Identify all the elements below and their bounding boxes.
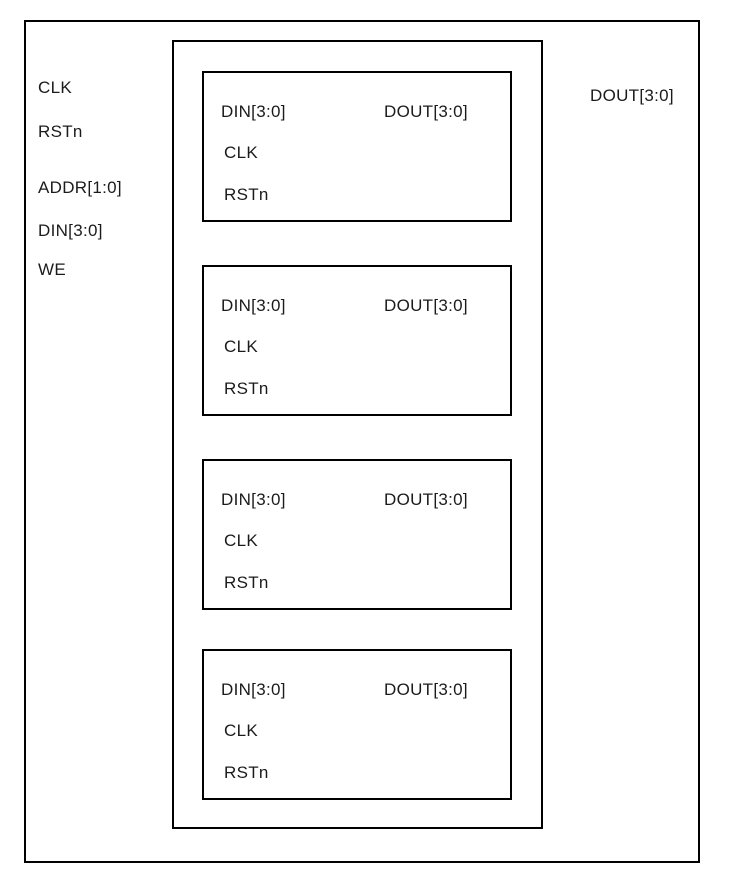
input-port-din-label: DIN[3:0] <box>38 221 103 240</box>
register-block-2: DIN[3:0] DOUT[3:0] CLK RSTn <box>202 459 512 610</box>
register-block-0: DIN[3:0] DOUT[3:0] CLK RSTn <box>202 71 512 222</box>
output-port-dout-label: DOUT[3:0] <box>590 86 674 105</box>
register-dout-label: DOUT[3:0] <box>384 296 468 315</box>
register-rstn-label: RSTn <box>224 379 269 398</box>
register-dout-label: DOUT[3:0] <box>384 680 468 699</box>
register-clk-label: CLK <box>224 531 258 550</box>
register-clk-label: CLK <box>224 337 258 356</box>
register-block-1: DIN[3:0] DOUT[3:0] CLK RSTn <box>202 265 512 416</box>
input-port-we-label: WE <box>38 260 66 279</box>
input-port-rstn-label: RSTn <box>38 122 83 141</box>
register-din-label: DIN[3:0] <box>221 680 286 699</box>
input-port-clk-label: CLK <box>38 78 72 97</box>
register-rstn-label: RSTn <box>224 185 269 204</box>
register-block-3: DIN[3:0] DOUT[3:0] CLK RSTn <box>202 649 512 800</box>
register-clk-label: CLK <box>224 143 258 162</box>
register-dout-label: DOUT[3:0] <box>384 490 468 509</box>
register-din-label: DIN[3:0] <box>221 490 286 509</box>
register-clk-label: CLK <box>224 721 258 740</box>
register-rstn-label: RSTn <box>224 763 269 782</box>
register-rstn-label: RSTn <box>224 573 269 592</box>
register-din-label: DIN[3:0] <box>221 102 286 121</box>
register-din-label: DIN[3:0] <box>221 296 286 315</box>
register-dout-label: DOUT[3:0] <box>384 102 468 121</box>
input-port-addr-label: ADDR[1:0] <box>38 178 122 197</box>
